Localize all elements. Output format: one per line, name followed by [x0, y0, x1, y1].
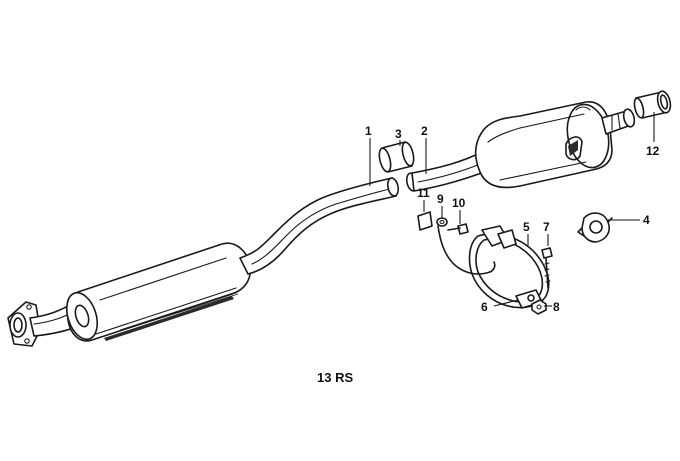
callout-5: 5: [523, 220, 530, 234]
callout-8: 8: [553, 300, 560, 314]
hex-bolt: [541, 247, 553, 289]
intermediate-pipe: [239, 177, 400, 275]
tailpipe: [601, 108, 636, 135]
diagram-id-label: 13 RS: [317, 370, 353, 385]
washer: [436, 217, 448, 227]
front-silencer: [65, 242, 252, 342]
leader-6: [493, 299, 519, 307]
connecting-sleeve: [378, 141, 415, 173]
callout-6: 6: [481, 300, 488, 314]
callout-11: 11: [417, 186, 430, 200]
callout-12: 12: [646, 144, 660, 158]
callout-9: 9: [437, 192, 444, 206]
callout-labels: 1 2 3 4 5 6 7 8 9 10 11 12: [365, 124, 660, 314]
rear-silencer: [474, 101, 613, 189]
screw: [447, 223, 469, 235]
callout-4: 4: [643, 213, 650, 227]
hex-nut: [531, 299, 547, 315]
bracket-wire: [417, 211, 496, 275]
pipe-clamp: [577, 212, 613, 243]
callout-2: 2: [421, 124, 428, 138]
callout-1: 1: [365, 124, 372, 138]
tailpipe-trim: [633, 90, 672, 119]
leader-lines: [369, 112, 655, 307]
callout-3: 3: [395, 127, 402, 141]
callout-10: 10: [452, 196, 466, 210]
callout-7: 7: [543, 220, 550, 234]
